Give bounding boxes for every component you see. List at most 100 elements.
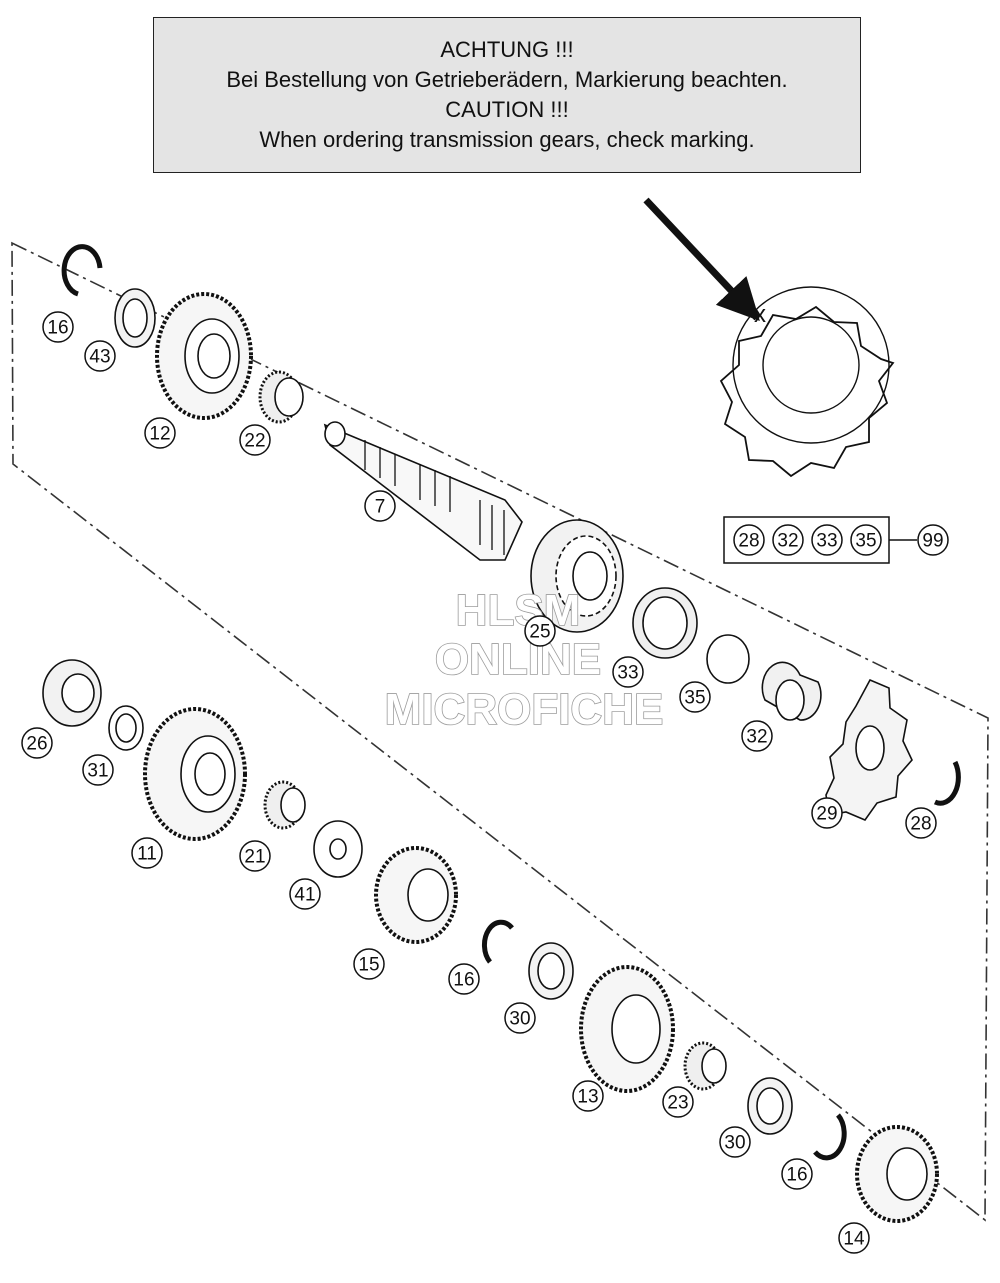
gear-part-bore [886, 1147, 928, 1201]
callout-label: 22 [244, 431, 265, 452]
callout-circle [144, 417, 176, 449]
notice-line-german-text: Bei Bestellung von Getrieberädern, Marki… [226, 67, 788, 92]
gear-part-hub [197, 333, 231, 379]
watermark-line-2: ONLINE [435, 635, 601, 684]
callout-label: 16 [453, 970, 474, 991]
callout-label: 12 [149, 424, 170, 445]
caution-notice: ACHTUNG !!! Bei Bestellung von Getrieber… [153, 17, 861, 173]
notice-line-german-heading: ACHTUNG !!! [440, 37, 574, 62]
callout-label: 16 [47, 318, 68, 339]
callout-label: 43 [89, 347, 110, 368]
gear-marking-detail: x [643, 197, 895, 478]
ball-bearing-bore [572, 551, 608, 601]
watermark-line-3: MICROFICHE [385, 685, 664, 734]
callout-label: 21 [244, 847, 265, 868]
shaft-seal-bore [642, 596, 688, 650]
callout-circle [719, 1126, 751, 1158]
callout-label: 30 [509, 1009, 530, 1030]
callout-circle [838, 1222, 870, 1254]
callout-circle [741, 720, 773, 752]
watermark: HLSM ONLINE MICROFICHE [384, 585, 664, 735]
circlip-part [61, 244, 103, 297]
detail-gear-ring [732, 286, 890, 444]
callout-circle [353, 948, 385, 980]
callout-circle [572, 1080, 604, 1112]
circlip-part [933, 760, 961, 806]
callout-label: 11 [137, 844, 157, 865]
kit-part-circle [733, 524, 765, 556]
callout-circle [84, 340, 116, 372]
callout-circle [239, 424, 271, 456]
detail-gear-outline [719, 305, 895, 478]
callout-label: 13 [577, 1087, 598, 1108]
callout-circle [662, 1086, 694, 1118]
marking-arrow [643, 197, 760, 322]
needle-bearing-bore [280, 787, 306, 823]
notice-line-english-heading: CAUTION !!! [445, 97, 569, 122]
callout-circle [781, 1158, 813, 1190]
kit-number-circle [917, 524, 949, 556]
callout-circle [131, 837, 163, 869]
spacer-sleeve-bore [775, 679, 805, 721]
callout-label: 7 [375, 497, 386, 518]
callout-circle [42, 311, 74, 343]
callout-labels: 16 43 12 22 7 25 33 35 32 29 28 26 31 11… [26, 318, 931, 1250]
callout-circle [21, 727, 53, 759]
callout-circle [239, 840, 271, 872]
callout-circle [364, 490, 396, 522]
circlip-part [813, 1113, 847, 1161]
callout-label: 26 [26, 734, 47, 755]
callout-circle [289, 878, 321, 910]
kit-part-circle [850, 524, 882, 556]
callout-circle [811, 797, 843, 829]
callout-label: 23 [667, 1093, 688, 1114]
callout-label: 41 [294, 885, 315, 906]
callout-label: 29 [816, 804, 837, 825]
sprocket-bore [855, 725, 885, 771]
shim-washer-bore [756, 1087, 784, 1125]
shim-washer-bore [329, 838, 347, 860]
callout-label: 16 [786, 1165, 807, 1186]
callouts [21, 311, 937, 1254]
watermark-line-1: HLSM [456, 586, 581, 635]
main-shaft-end [324, 421, 346, 447]
callout-label: 35 [684, 688, 705, 709]
callout-circle [524, 615, 556, 647]
kit-number-label: 99 [922, 531, 943, 552]
shim-washer-bore [115, 713, 137, 743]
kit-part-label: 28 [738, 531, 759, 552]
kit-set: 28 32 33 35 99 [723, 516, 949, 564]
shim-washer-part [122, 298, 148, 338]
callout-label: 33 [617, 663, 638, 684]
kit-part-circle [811, 524, 843, 556]
callout-label: 25 [529, 622, 550, 643]
callout-label: 14 [843, 1229, 865, 1250]
gear-part-bore [407, 868, 449, 922]
needle-bearing-bore [701, 1048, 727, 1084]
callout-circle [82, 754, 114, 786]
callout-label: 31 [87, 761, 108, 782]
callout-circle [679, 681, 711, 713]
callout-circle [612, 656, 644, 688]
gear-part-hub [194, 752, 226, 796]
kit-part-label: 32 [777, 531, 798, 552]
callout-circle [905, 807, 937, 839]
shim-washer-bore [537, 952, 565, 990]
needle-bearing-bore [274, 377, 304, 417]
gear-part-bore [611, 994, 661, 1064]
callout-label: 28 [910, 814, 931, 835]
kit-part-label: 35 [855, 531, 876, 552]
o-ring-part [706, 634, 750, 684]
assembly-frame [11, 241, 989, 1222]
callout-circle [504, 1002, 536, 1034]
notice-line-english-text: When ordering transmission gears, check … [259, 127, 755, 152]
callout-label: 30 [724, 1133, 745, 1154]
callout-circle [448, 963, 480, 995]
callout-label: 32 [746, 727, 767, 748]
kit-part-label: 33 [816, 531, 837, 552]
detail-gear-bore [762, 316, 860, 414]
upper-shaft-parts [61, 244, 961, 821]
main-shaft-splines [364, 440, 505, 555]
